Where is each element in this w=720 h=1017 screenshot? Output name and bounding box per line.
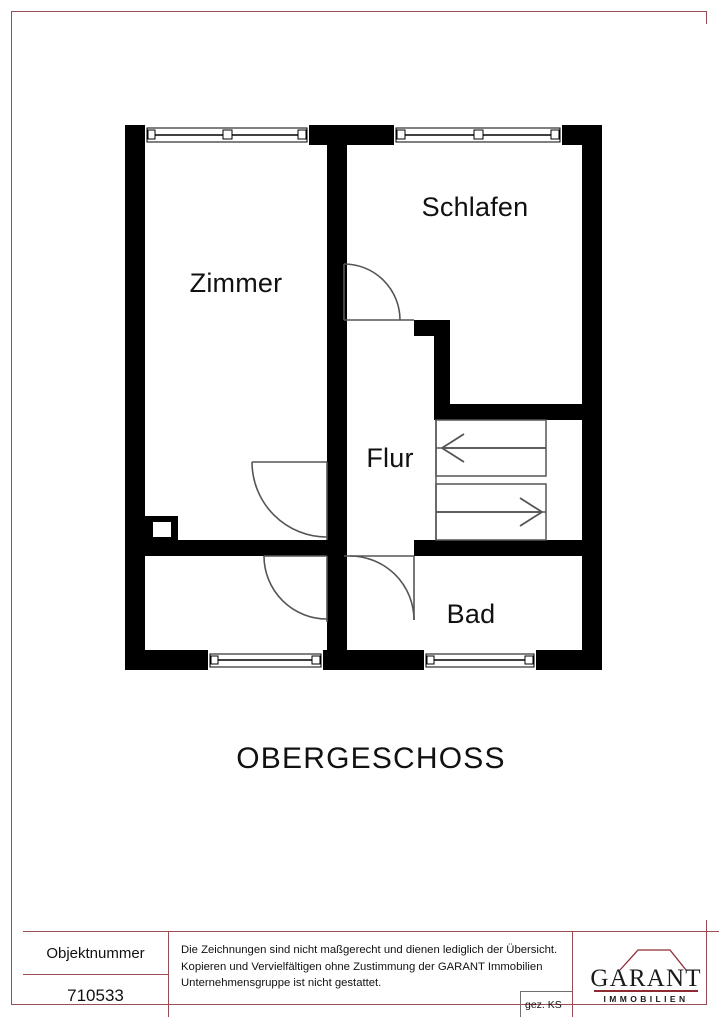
wall-interior-zimmer-bottom [125,540,347,556]
window-bottom-left [208,650,323,670]
window-bottom-right [424,650,536,670]
wall-interior-vertical-main [327,125,347,670]
wall-stairwell-top [434,404,602,420]
objektnummer-value-text: 710533 [67,986,124,1005]
stairs-group [435,419,547,541]
disclaimer-line-3: Unternehmensgruppe ist nicht gestattet. [181,977,382,990]
wall-flur-right [434,320,450,410]
room-label-bad: Bad [447,599,496,629]
logo-subtitle: IMMOBILIEN [604,994,689,1004]
garant-logo: GARANT IMMOBILIEN [580,944,712,1006]
stair-arrow-up-left [441,433,546,463]
objektnummer-label-text: Objektnummer [46,944,145,962]
room-label-flur: Flur [366,443,413,473]
objektnummer-value: 710533 [23,975,168,1017]
objektnummer-cell: Objektnummer 710533 [23,932,169,1017]
footer-title-block: Objektnummer 710533 Die Zeichnungen sind… [23,931,719,1017]
page-frame: Zimmer Schlafen Flur Bad OBERGESCHOSS Ob… [11,11,719,1017]
door-bad [344,555,415,621]
disclaimer-cell: Die Zeichnungen sind nicht maßgerecht un… [169,932,573,1017]
floorplan-svg: Zimmer Schlafen Flur Bad OBERGESCHOSS [24,24,718,920]
drawn-by-cell: gez. KS [520,991,572,1017]
disclaimer-line-2: Kopieren und Vervielfältigen ohne Zustim… [181,960,543,973]
door-zimmer [251,461,328,540]
disclaimer-line-1: Die Zeichnungen sind nicht maßgerecht un… [181,944,558,956]
doors-group [251,263,415,622]
door-schlafen [343,263,414,321]
windows-group [145,125,562,670]
wall-bad-top [414,540,602,556]
wall-flur-bottom-left [327,540,344,556]
logo-wordmark: GARANT [590,965,701,992]
room-label-schlafen: Schlafen [422,192,529,222]
door-lower-left-room [263,555,328,622]
drawn-by-text: gez. KS [525,998,562,1011]
logo-cell: GARANT IMMOBILIEN [573,932,719,1017]
room-label-zimmer: Zimmer [190,268,283,298]
floorplan-drawing: Zimmer Schlafen Flur Bad OBERGESCHOSS [24,24,718,920]
window-top-right [394,125,562,145]
wall-exterior-left [125,125,145,670]
garant-logo-svg: GARANT IMMOBILIEN [590,948,701,1004]
wall-flur-top-left [327,320,344,336]
stair-arrow-down-right [436,497,543,527]
chimney-void [153,522,171,537]
window-top-left [145,125,309,145]
objektnummer-label: Objektnummer [23,932,168,975]
roof-icon [619,948,687,970]
wall-exterior-right [582,125,602,670]
disclaimer-text: Die Zeichnungen sind nicht maßgerecht un… [181,942,562,992]
plan-title: OBERGESCHOSS [236,742,505,775]
